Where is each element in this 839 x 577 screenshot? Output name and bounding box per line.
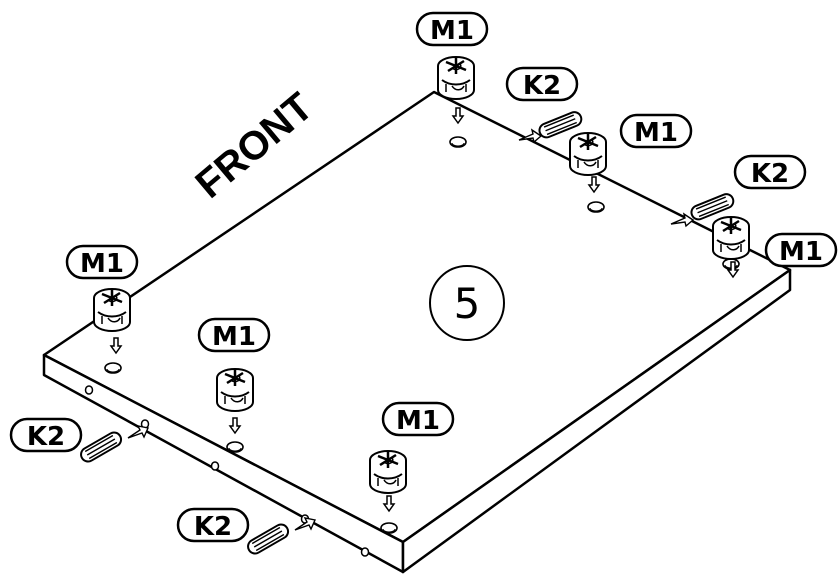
panel-number: 5	[454, 279, 481, 328]
label-k2-bottom: K2	[176, 507, 250, 543]
cam-hole	[104, 362, 122, 374]
edge-hole	[360, 547, 370, 557]
label-m1-middle: M1	[197, 317, 271, 353]
cam-fitting-icon	[711, 215, 751, 261]
label-k2-top: K2	[505, 66, 579, 102]
cam-fitting-icon	[368, 449, 408, 495]
left-arrow-icon	[670, 212, 695, 228]
svg-text:M1: M1	[212, 322, 256, 352]
svg-text:K2: K2	[194, 512, 232, 542]
svg-text:M1: M1	[779, 237, 823, 267]
dowel-icon	[244, 520, 292, 558]
cam-hole	[587, 201, 605, 213]
left-arrow-icon	[518, 128, 543, 144]
cam-hole	[226, 441, 244, 453]
cam-fitting-icon	[92, 287, 132, 333]
svg-text:K2: K2	[523, 71, 561, 101]
cam-fitting-icon	[568, 131, 608, 177]
label-m1-upper-right: M1	[619, 113, 693, 149]
cam-hole	[380, 522, 398, 534]
cam-fitting-icon	[436, 55, 476, 101]
cam-hole	[449, 136, 467, 148]
right-arrow-icon	[127, 425, 149, 439]
label-m1-bottom: M1	[381, 401, 455, 437]
panel-board	[42, 90, 792, 574]
label-k2-right: K2	[733, 154, 807, 190]
label-m1-far-right: M1	[764, 232, 838, 268]
label-m1-left: M1	[65, 244, 139, 280]
right-arrow-icon	[294, 517, 316, 531]
panel-number-badge: 5	[429, 265, 505, 341]
svg-text:M1: M1	[80, 249, 124, 279]
edge-holes	[84, 385, 370, 557]
svg-text:K2: K2	[751, 159, 789, 189]
dowel-icon	[77, 428, 125, 466]
svg-text:M1: M1	[430, 16, 474, 46]
edge-hole	[84, 385, 94, 395]
edge-hole	[210, 461, 220, 471]
label-m1-top: M1	[415, 11, 489, 47]
svg-text:M1: M1	[634, 118, 678, 148]
label-k2-left: K2	[9, 417, 83, 453]
svg-text:K2: K2	[27, 422, 65, 452]
svg-text:M1: M1	[396, 406, 440, 436]
dowel-arrows	[127, 128, 695, 531]
cam-fitting-icon	[215, 367, 255, 413]
